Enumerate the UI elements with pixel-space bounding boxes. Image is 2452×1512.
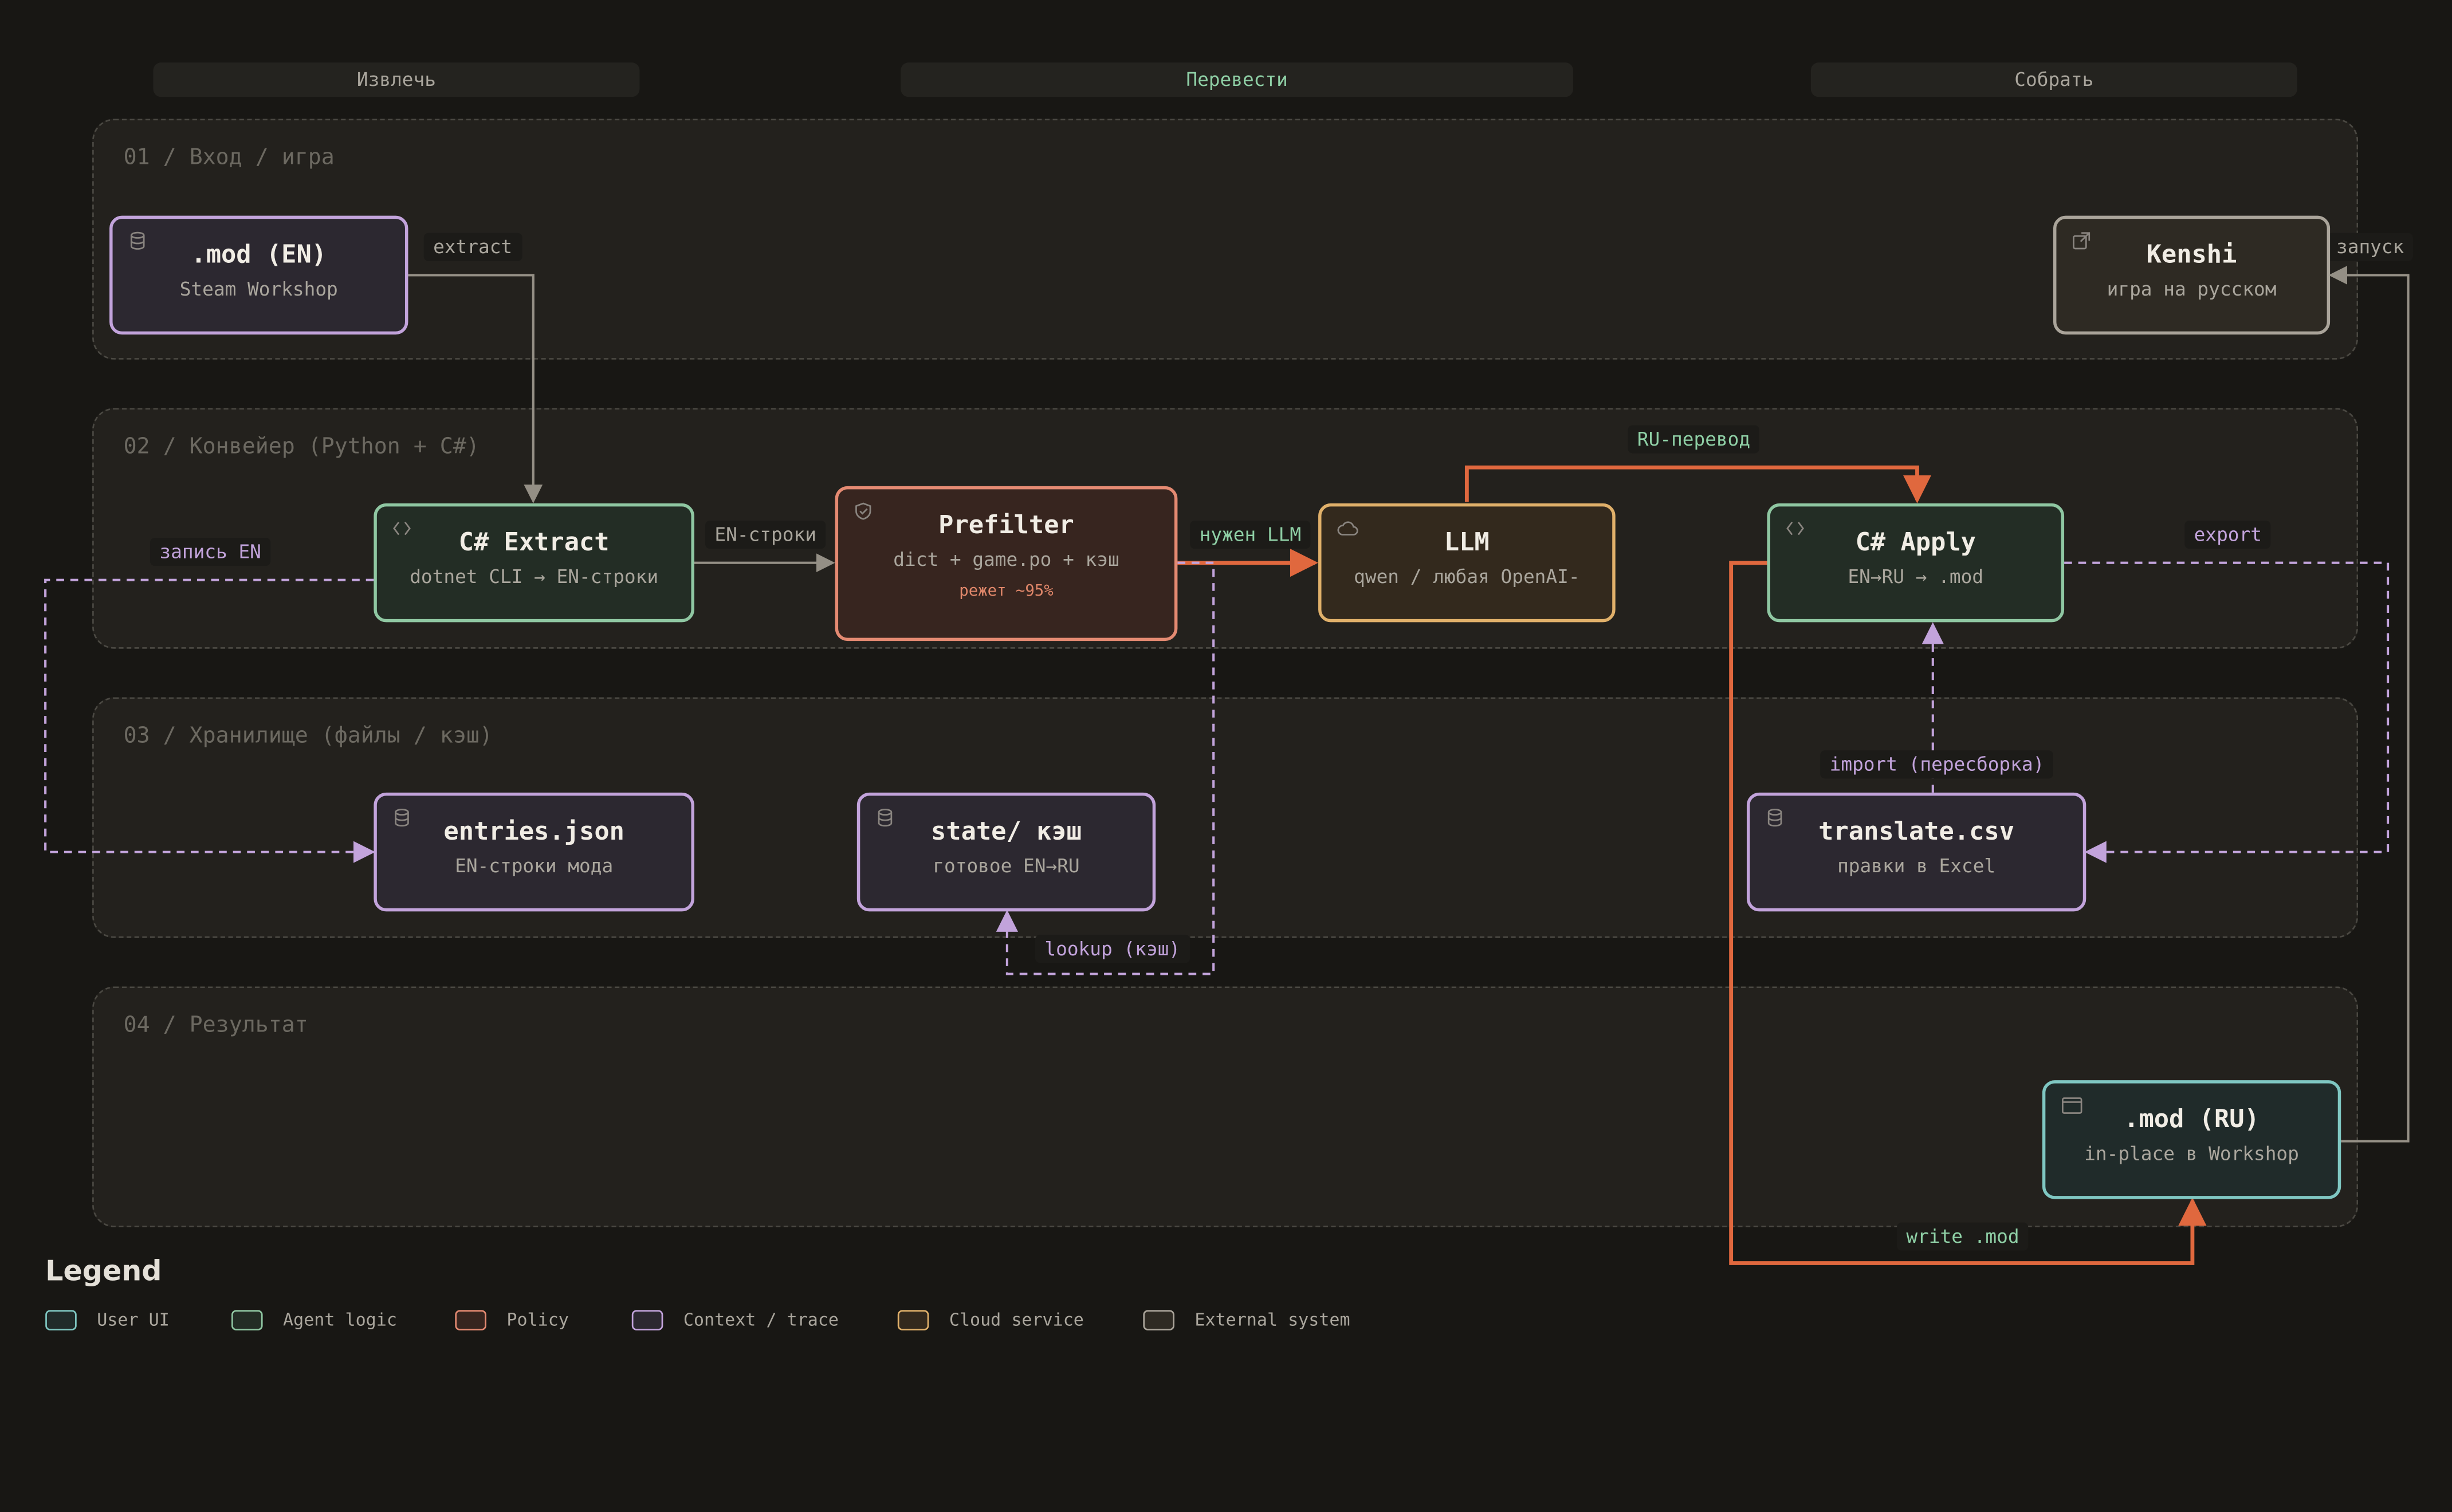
node-title: C# Apply [1855, 526, 1976, 557]
node-subtitle: готовое EN→RU [933, 855, 1080, 877]
edge-write-mod [1729, 561, 2207, 1265]
edge-label-export: export [2184, 520, 2272, 549]
node-entries-json[interactable]: entries.json EN-строки мода [374, 792, 694, 912]
legend-item: Policy [455, 1310, 569, 1330]
window-icon [2061, 1097, 2082, 1114]
node-title: .mod (EN) [191, 239, 327, 269]
legend-label: User UI [97, 1310, 170, 1330]
node-cs-apply[interactable]: C# Apply EN→RU → .mod [1767, 503, 2065, 623]
node-title: LLM [1444, 526, 1490, 557]
database-icon [395, 809, 409, 827]
shield-icon [855, 502, 871, 520]
node-subtitle: in-place в Workshop [2084, 1143, 2299, 1165]
node-title: Kenshi [2146, 239, 2237, 269]
legend-title: Legend [45, 1255, 162, 1289]
node-subtitle: qwen / любая OpenAI- [1354, 566, 1580, 588]
lane-title: 04 / Результат [123, 1013, 308, 1038]
node-subtitle: игра на русском [2107, 278, 2277, 301]
node-kenshi[interactable]: Kenshi игра на русском [2053, 215, 2331, 335]
legend-item: External system [1143, 1310, 1350, 1330]
edge-extract [408, 274, 543, 503]
phase-assemble: Собрать [1810, 62, 2297, 97]
node-llm[interactable]: LLM qwen / любая OpenAI- [1318, 503, 1616, 623]
node-subtitle: dotnet CLI → EN-строки [410, 566, 659, 588]
lane-title: 01 / Вход / игра [123, 145, 335, 171]
node-title: C# Extract [458, 526, 610, 557]
edge-write-en [44, 578, 376, 863]
legend-swatch [1143, 1310, 1174, 1330]
phase-translate: Перевести [901, 62, 1573, 97]
edge-label-launch: запуск [2327, 233, 2414, 261]
edge-label-write-en: запись EN [150, 537, 271, 566]
legend-item: Context / trace [631, 1310, 839, 1330]
legend-item: User UI [45, 1310, 170, 1330]
legend-label: Agent logic [283, 1310, 397, 1330]
node-cs-extract[interactable]: C# Extract dotnet CLI → EN-строки [374, 503, 694, 623]
node-title: .mod (RU) [2124, 1104, 2260, 1133]
node-title: state/ кэш [931, 816, 1082, 846]
phase-extract: Извлечь [153, 62, 640, 97]
legend-label: External system [1194, 1310, 1350, 1330]
node-note: режет ~95% [959, 583, 1054, 601]
node-title: entries.json [443, 816, 624, 846]
node-state-cache[interactable]: state/ кэш готовое EN→RU [856, 792, 1156, 912]
database-icon [878, 809, 893, 827]
lane-title: 02 / Конвейер (Python + C#) [123, 434, 480, 460]
node-mod-en[interactable]: .mod (EN) Steam Workshop [109, 215, 408, 335]
node-subtitle: dict + game.po + кэш [893, 549, 1119, 571]
edge-label-needs-llm: нужен LLM [1190, 520, 1311, 549]
node-prefilter[interactable]: Prefilter dict + game.po + кэш режет ~95… [835, 486, 1178, 641]
edge-export [2064, 561, 2390, 863]
node-subtitle: правки в Excel [1837, 855, 1996, 877]
node-translate-csv[interactable]: translate.csv правки в Excel [1746, 792, 2086, 912]
edge-launch [2328, 266, 2410, 1143]
edge-label-write-mod: write .mod [1897, 1222, 2029, 1251]
legend-label: Policy [506, 1310, 569, 1330]
edge-label-extract: extract [423, 233, 522, 261]
code-icon [393, 521, 411, 536]
node-title: translate.csv [1818, 816, 2015, 846]
legend-swatch [631, 1310, 663, 1330]
legend-label: Context / trace [683, 1310, 839, 1330]
lane-title: 03 / Хранилище (файлы / кэш) [123, 723, 493, 749]
node-title: Prefilter [938, 509, 1074, 540]
code-icon [1786, 521, 1804, 536]
external-link-icon [2073, 232, 2091, 250]
node-mod-ru[interactable]: .mod (RU) in-place в Workshop [2042, 1080, 2341, 1199]
node-subtitle: Steam Workshop [179, 278, 338, 301]
database-icon [130, 231, 145, 250]
cloud-icon [1337, 521, 1358, 536]
edge-label-ru-translation: RU-перевод [1628, 425, 1760, 454]
lane-result: 04 / Результат [92, 986, 2359, 1227]
edge-label-en-strings: EN-строки [705, 520, 826, 549]
edge-label-import: import (пересборка) [1820, 750, 2054, 779]
legend-swatch [231, 1310, 263, 1330]
legend-swatch [45, 1310, 77, 1330]
lane-input: 01 / Вход / игра [92, 119, 2359, 360]
edge-ru-translation [1464, 465, 1932, 503]
database-icon [1767, 809, 1782, 827]
legend-label: Cloud service [949, 1310, 1084, 1330]
legend-item: Agent logic [231, 1310, 397, 1330]
legend-item: Cloud service [897, 1310, 1084, 1330]
node-subtitle: EN→RU → .mod [1848, 566, 1984, 588]
legend-swatch [897, 1310, 929, 1330]
edge-label-lookup: lookup (кэш) [1035, 935, 1190, 963]
legend-swatch [455, 1310, 486, 1330]
node-subtitle: EN-строки мода [455, 855, 614, 877]
